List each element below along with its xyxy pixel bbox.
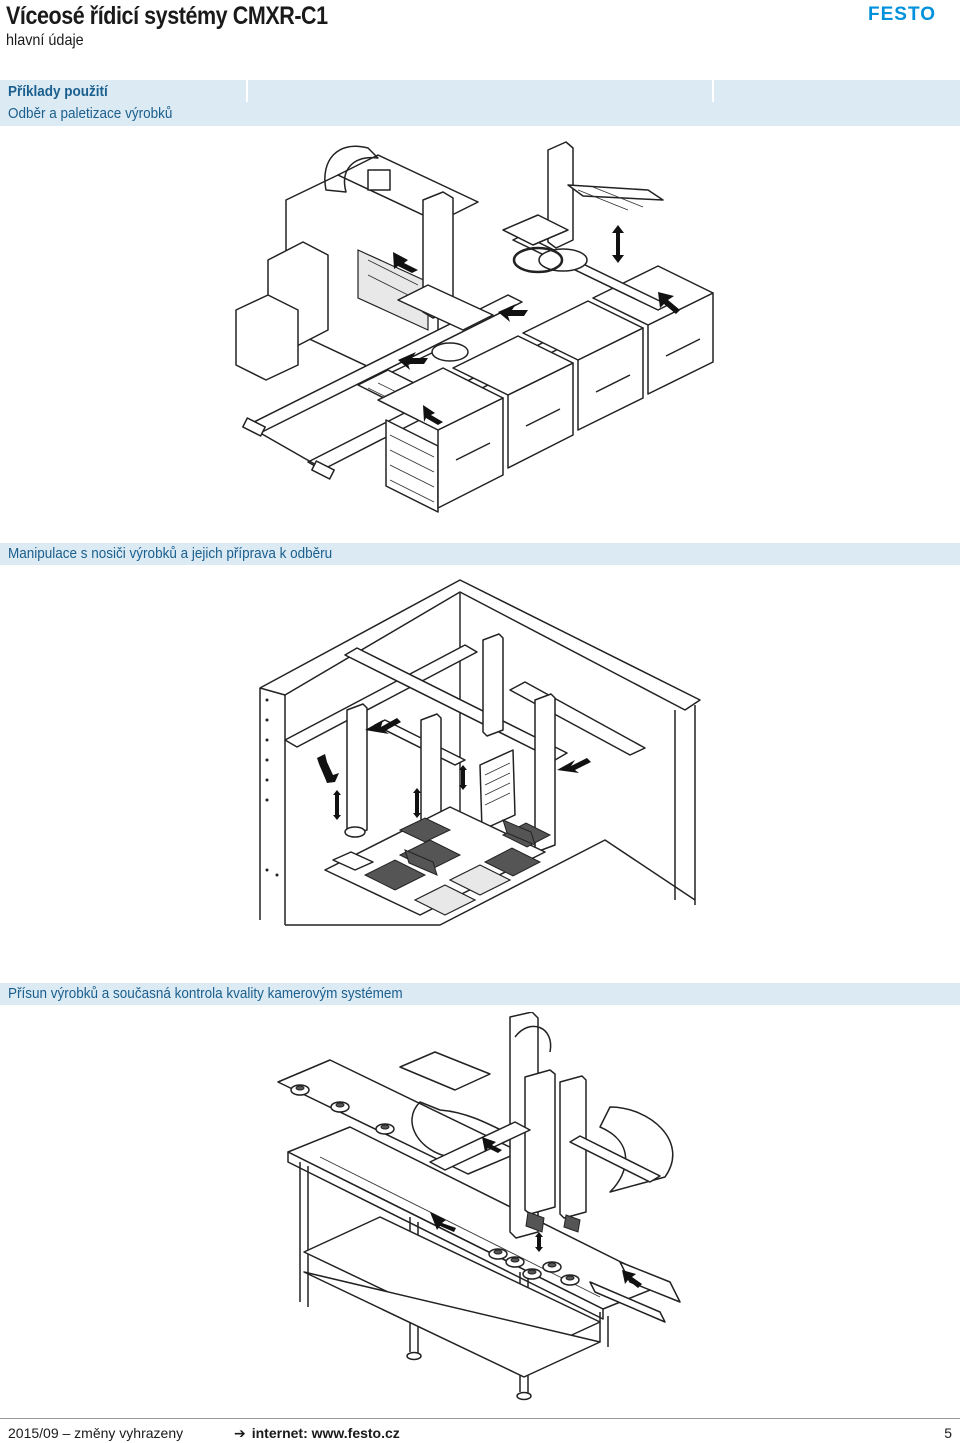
illustration-feeding-inspection xyxy=(277,1012,681,1401)
caption-band-2: Manipulace s nosiči výrobků a jejich pří… xyxy=(0,543,960,565)
page-title: Víceosé řídicí systémy CMXR-C1 xyxy=(6,2,328,30)
caption-band-3: Přísun výrobků a současná kontrola kvali… xyxy=(0,983,960,1005)
illustration-palletizing xyxy=(235,141,714,513)
section-heading: Příklady použití xyxy=(8,83,108,100)
figure-caption-2: Manipulace s nosiči výrobků a jejich pří… xyxy=(8,545,333,562)
footer-date-note: 2015/09 – změny vyhrazeny xyxy=(8,1425,184,1441)
footer-website-link[interactable]: ➔ internet: www.festo.cz xyxy=(234,1425,400,1442)
svg-text:FESTO: FESTO xyxy=(868,4,936,22)
page-footer: 2015/09 – změny vyhrazeny ➔ internet: www… xyxy=(0,1418,960,1443)
festo-logo: FESTO xyxy=(868,4,936,22)
page-subtitle: hlavní údaje xyxy=(6,32,84,49)
figure-caption-3: Přísun výrobků a současná kontrola kvali… xyxy=(8,985,403,1002)
section-header-band: Příklady použití Odběr a paletizace výro… xyxy=(0,80,960,126)
illustration-carrier-handling xyxy=(259,579,701,926)
figure-caption-1: Odběr a paletizace výrobků xyxy=(8,105,173,122)
footer-website-text: internet: www.festo.cz xyxy=(251,1425,400,1441)
right-arrow-icon: ➔ xyxy=(234,1425,246,1441)
page-number: 5 xyxy=(944,1425,952,1441)
